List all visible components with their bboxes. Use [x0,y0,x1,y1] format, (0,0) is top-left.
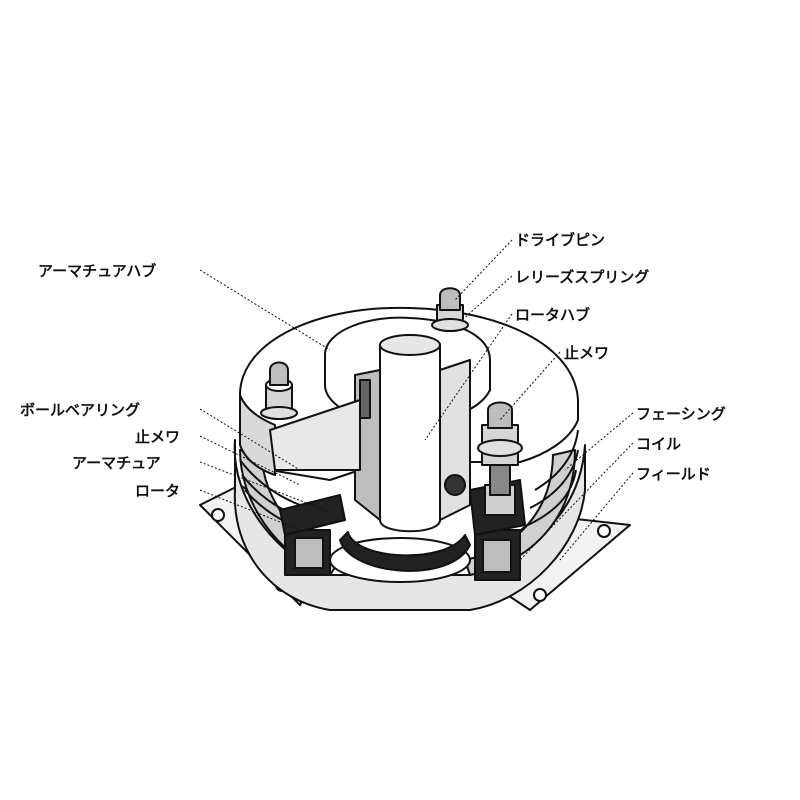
label-stopper-washer-left: 止メワ [135,428,180,446]
label-armature-hub: アーマチュアハブ [38,262,156,280]
screw [444,474,466,496]
label-ball-bearing: ボールベアリング [20,401,140,419]
top-drive-pin [431,287,469,332]
ball-bearing-ring [339,531,471,572]
label-release-spring: レリーズスプリング [515,268,649,286]
label-stopper-washer-right: 止メワ [564,344,609,362]
left-drive-pin [260,361,298,420]
armature-hub-cut-face [269,399,361,471]
label-field: フィールド [636,465,711,483]
label-armature: アーマチュア [72,454,161,472]
label-facing: フェーシング [636,405,726,423]
label-drive-pin: ドライブピン [515,231,605,249]
leader-lines [199,239,634,561]
clutch-illustration [199,287,631,611]
right-drive-pin [477,401,523,496]
label-rotor-hub: ロータハブ [515,306,590,324]
label-coil: コイル [636,435,681,453]
callout-labels: ドライブピン レリーズスプリング ロータハブ 止メワ アーマチュアハブ ボールベ… [20,231,726,500]
center-bore [379,336,441,533]
label-rotor: ロータ [135,482,180,500]
